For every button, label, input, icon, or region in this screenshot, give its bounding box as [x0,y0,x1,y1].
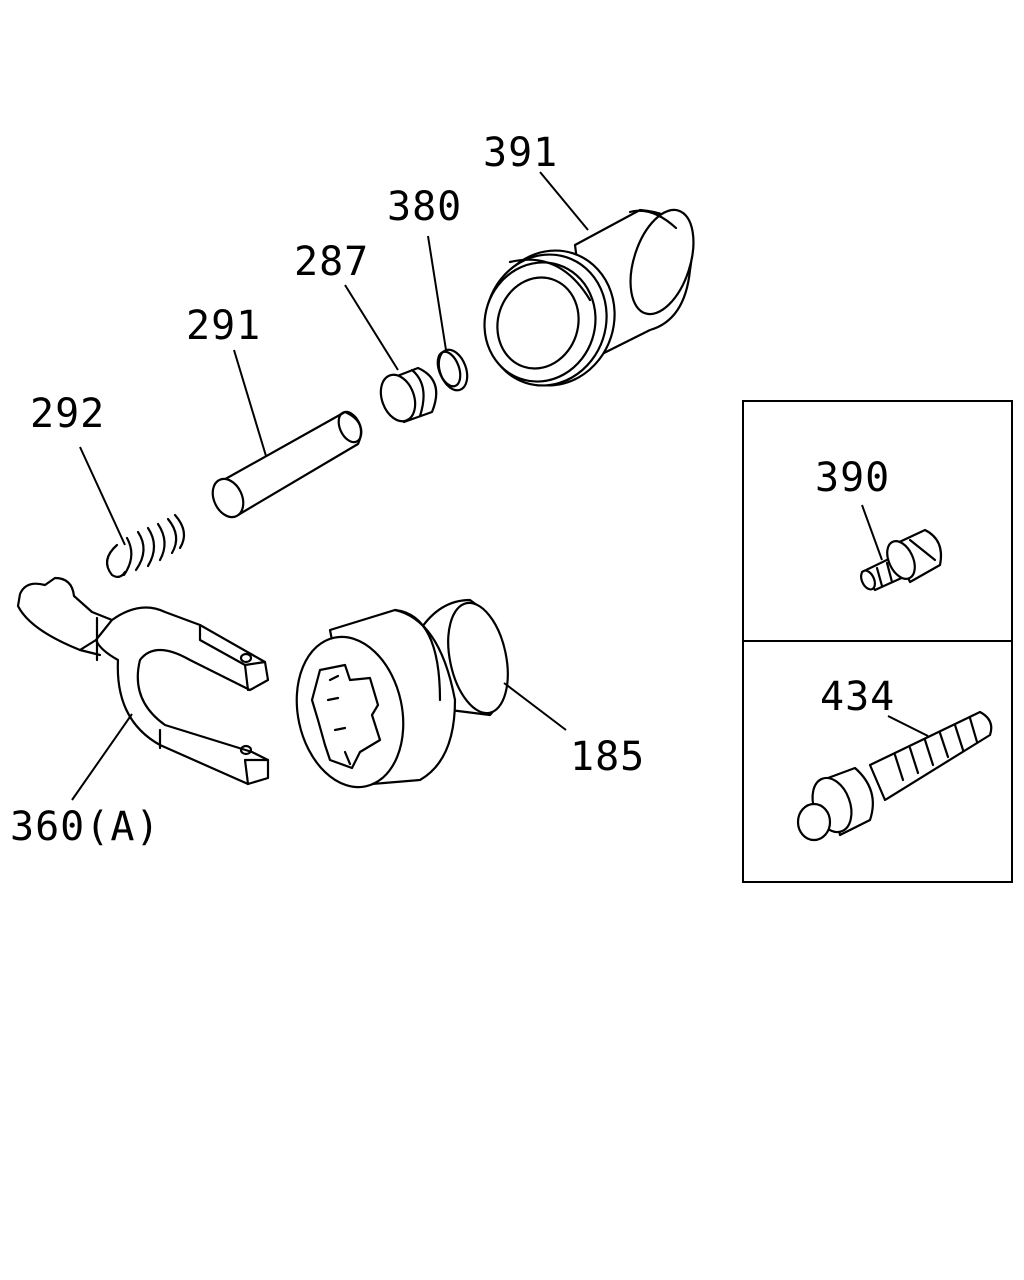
label-391: 391 [483,130,558,176]
part-380-ring [436,348,469,392]
label-434: 434 [820,674,895,720]
part-292-spring [105,513,186,579]
label-291: 291 [186,303,261,349]
label-185: 185 [570,734,645,780]
part-434-stud [796,710,993,842]
part-291-pin [211,410,363,519]
inset-box [742,400,1013,883]
leader-lines [71,171,929,801]
part-185-hub [295,598,509,789]
label-390: 390 [815,455,890,501]
part-287-plug [379,366,438,424]
label-292: 292 [30,391,105,437]
part-390-bolt [860,528,943,592]
part-360a-fork [16,576,270,786]
label-287: 287 [294,239,369,285]
label-360a: 360(A) [10,804,161,850]
label-380: 380 [387,184,462,230]
part-391-sleeve [483,208,695,387]
